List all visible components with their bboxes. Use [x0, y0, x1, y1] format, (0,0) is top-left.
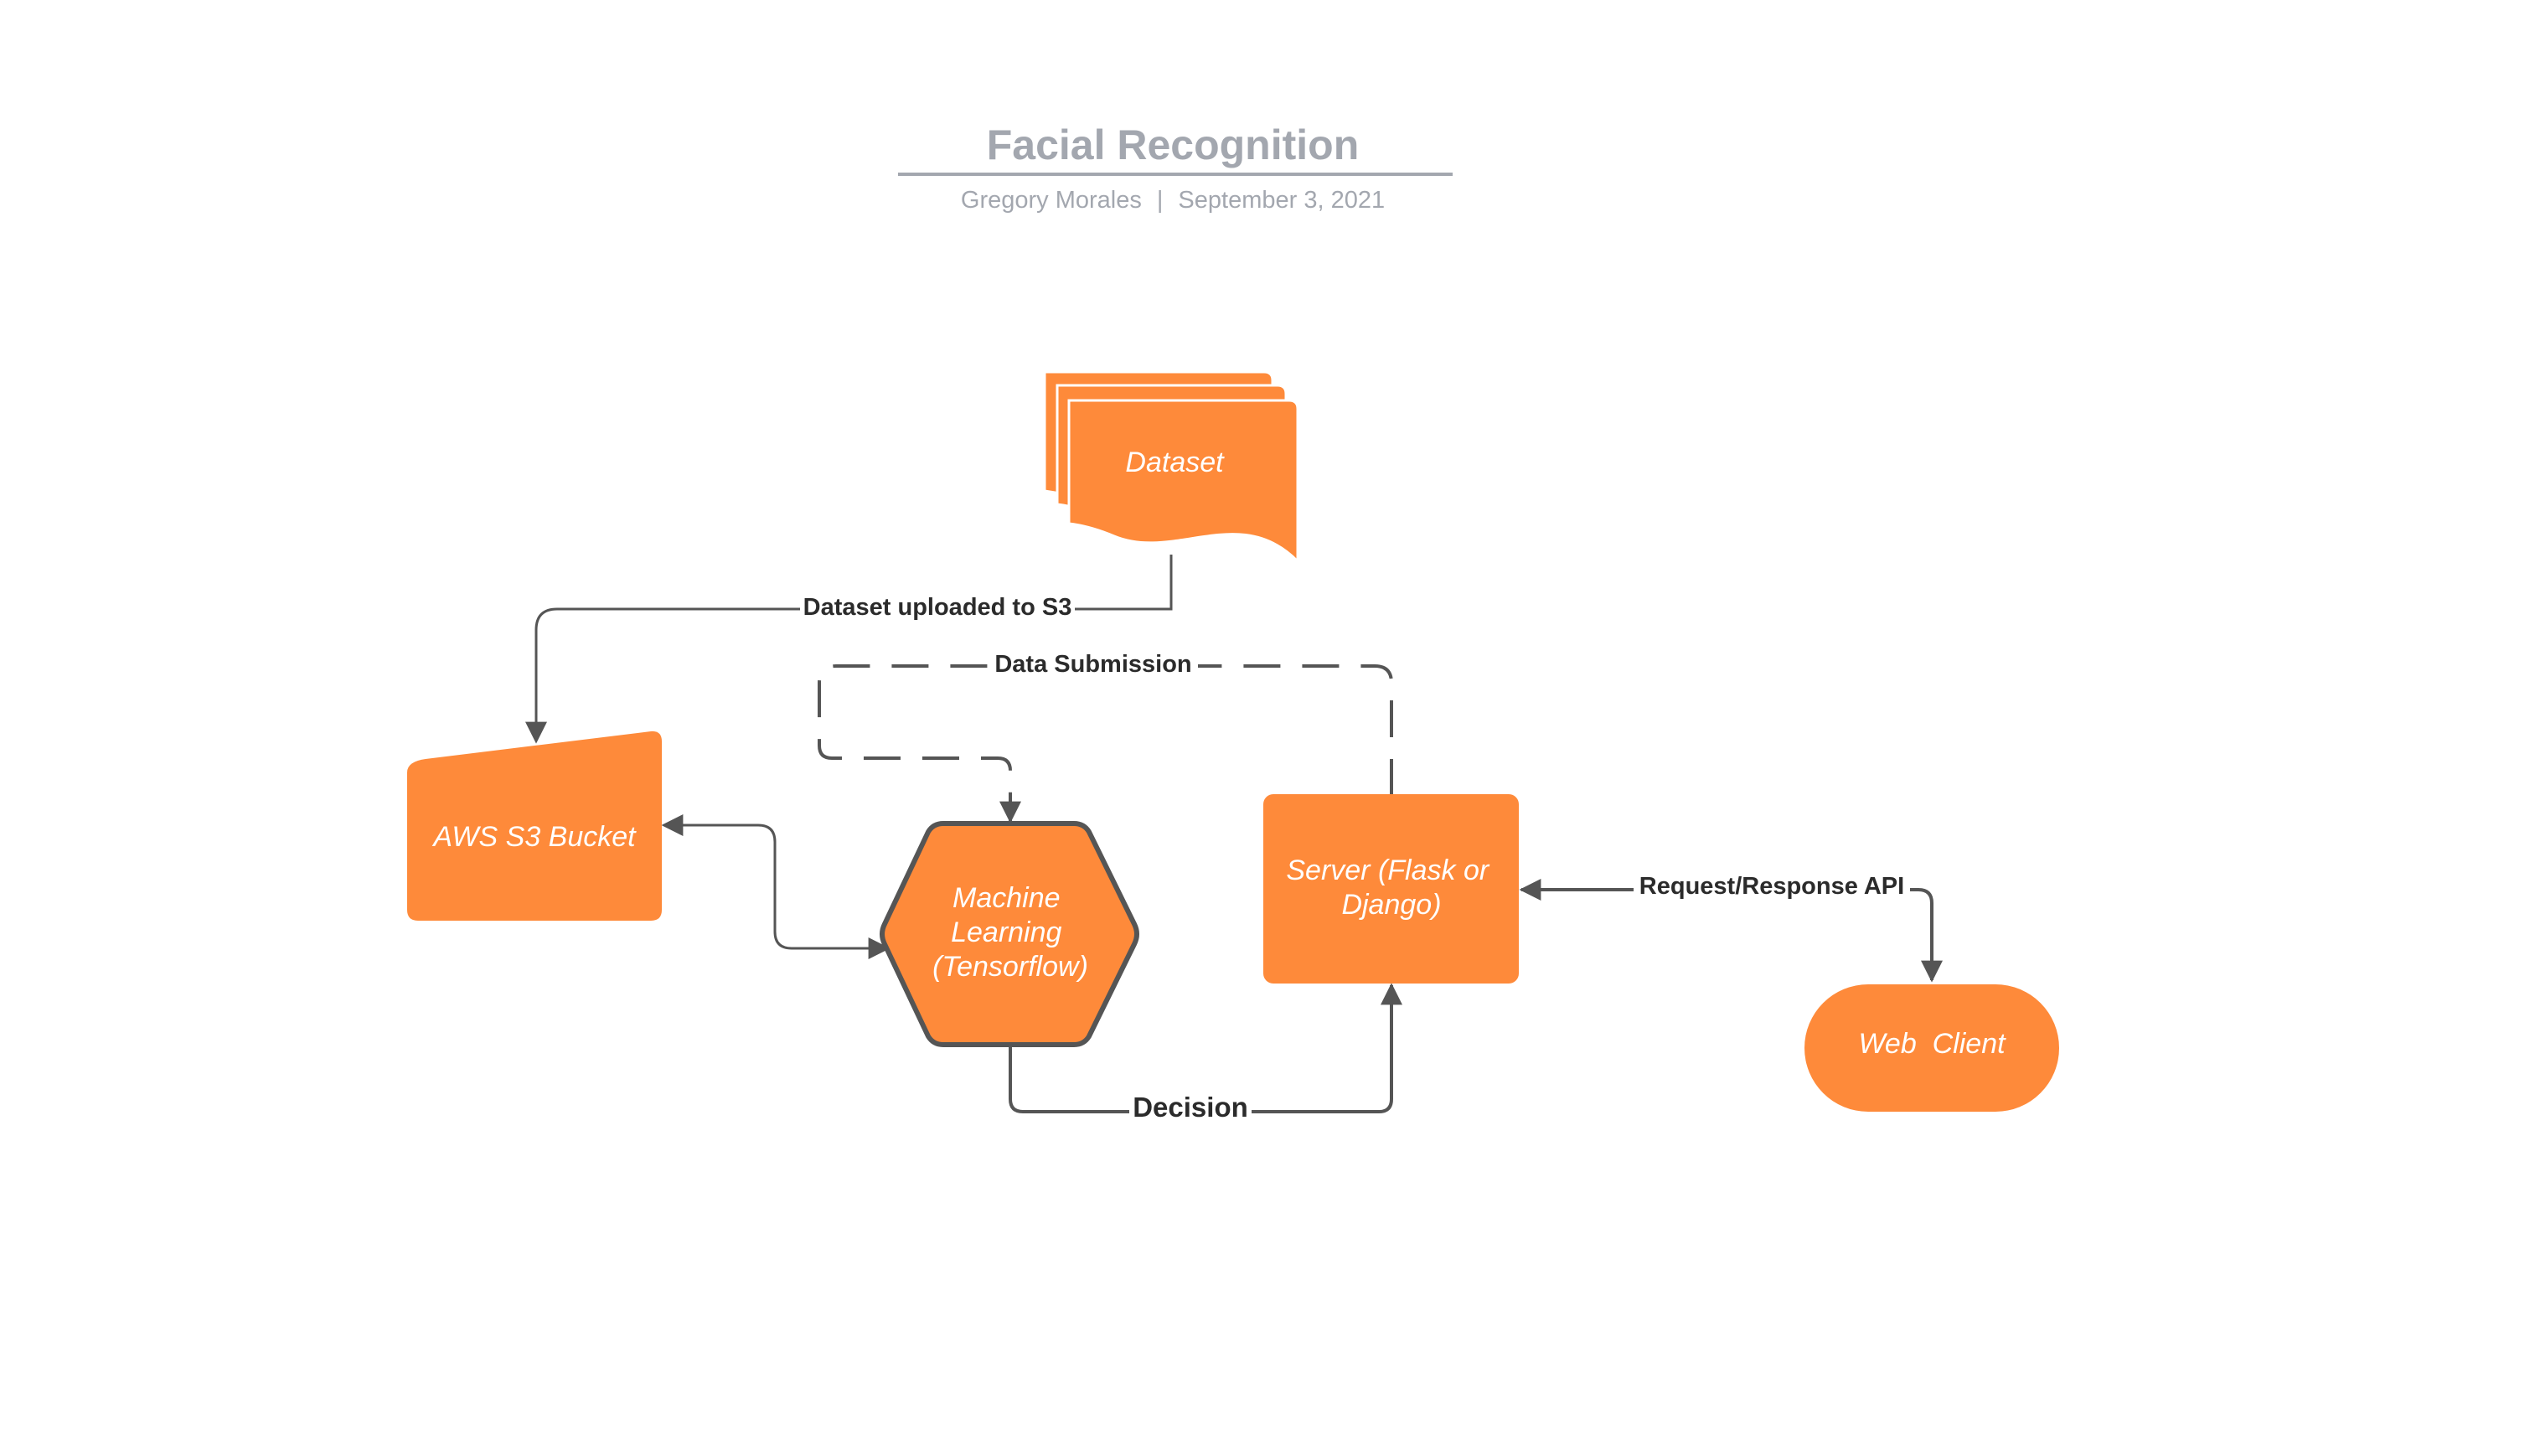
node-server[interactable]: Server (Flask or Django) [1263, 794, 1519, 984]
edge-upload-line[interactable] [525, 555, 1173, 744]
submission-label-bg [989, 645, 1198, 682]
dataset-label: Dataset [1125, 447, 1225, 478]
dataset-doc-front [1067, 399, 1299, 565]
ml-hexagon-shape [880, 821, 1139, 1047]
diagram-header: Facial Recognition Gregory Morales | Septe… [898, 121, 1453, 214]
edge-labels: Dataset uploaded to S3 Data Submission D… [800, 586, 1910, 1129]
s3-bucket-shape [407, 731, 662, 921]
decision-label-bg [1129, 1091, 1252, 1129]
author-name: Gregory Morales [961, 187, 1142, 214]
edge-submission-label: Data Submission [994, 651, 1191, 678]
edge-s3-ml-line[interactable] [661, 814, 891, 959]
server-shape [1263, 794, 1519, 984]
web-client-label: Web Client [1858, 1028, 2006, 1060]
diagram-title: Facial Recognition [987, 121, 1360, 168]
edge-api-line[interactable] [1519, 879, 1943, 983]
node-web-client[interactable]: Web Client [1804, 984, 2059, 1112]
server-label-line-2: Django) [1341, 889, 1441, 921]
web-client-shape [1804, 984, 2059, 1112]
server-label: Server (Flask or Django) [1286, 854, 1496, 921]
ml-label: Machine Learning (Tensorflow) [932, 882, 1088, 983]
api-label-bg [1634, 871, 1910, 908]
node-machine-learning[interactable]: Machine Learning (Tensorflow) [880, 821, 1139, 1047]
edge-api-label: Request/Response API [1639, 873, 1904, 900]
edge-submission-line[interactable] [818, 664, 1393, 824]
edge-decision-label: Decision [1133, 1092, 1248, 1123]
node-dataset[interactable]: Dataset [1043, 370, 1299, 565]
diagram-meta: Gregory Morales | September 3, 2021 [961, 187, 1385, 214]
connectors [525, 555, 1943, 1113]
server-label-line-1: Server (Flask or [1286, 854, 1489, 886]
edge-upload-label: Dataset uploaded to S3 [803, 594, 1072, 621]
ml-label-line-3: (Tensorflow) [932, 951, 1088, 983]
diagram-date: September 3, 2021 [1178, 187, 1385, 214]
upload-label-bg [800, 586, 1075, 623]
s3-bucket-label: AWS S3 Bucket [431, 821, 637, 853]
ml-label-line-1: Machine [952, 882, 1061, 914]
ml-label-line-2: Learning [951, 916, 1061, 948]
node-s3-bucket[interactable]: AWS S3 Bucket [407, 731, 662, 921]
meta-separator: | [1157, 187, 1164, 214]
